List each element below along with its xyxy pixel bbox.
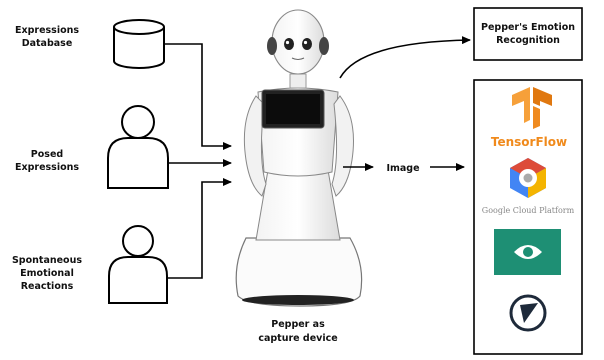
google-cloud-logo: Google Cloud Platform (482, 158, 575, 215)
svg-text:Reactions: Reactions (21, 281, 74, 292)
svg-text:Expressions: Expressions (15, 25, 79, 36)
svg-text:Google Cloud Platform: Google Cloud Platform (482, 206, 575, 215)
pepper-robot-image (235, 9, 363, 307)
svg-text:Recognition: Recognition (496, 35, 560, 46)
database-label: Expressions Database (15, 25, 79, 49)
eye-logo (494, 229, 561, 275)
svg-text:TensorFlow: TensorFlow (491, 135, 567, 149)
person-icon (108, 225, 168, 304)
robot-caption: Pepper as capture device (258, 319, 337, 344)
posed-label: Posed Expressions (15, 149, 79, 173)
svg-text:Spontaneous: Spontaneous (12, 255, 82, 266)
person-icon (107, 105, 169, 189)
database-icon (113, 19, 165, 69)
emotion-recognition-box: Pepper's Emotion Recognition (473, 7, 583, 61)
svg-text:Emotional: Emotional (20, 268, 74, 279)
svg-text:Pepper's Emotion: Pepper's Emotion (481, 22, 575, 33)
svg-text:Database: Database (22, 38, 73, 49)
svg-text:Posed: Posed (31, 149, 63, 160)
tensorflow-logo: TensorFlow (491, 87, 567, 149)
compass-logo (509, 294, 547, 332)
connector-lines (164, 43, 232, 279)
svg-text:Pepper as: Pepper as (271, 319, 325, 330)
svg-text:Expressions: Expressions (15, 162, 79, 173)
svg-text:capture device: capture device (258, 333, 337, 344)
image-label: Image (386, 163, 419, 174)
emotion-arrow (339, 36, 471, 79)
spontaneous-label: Spontaneous Emotional Reactions (12, 255, 82, 292)
